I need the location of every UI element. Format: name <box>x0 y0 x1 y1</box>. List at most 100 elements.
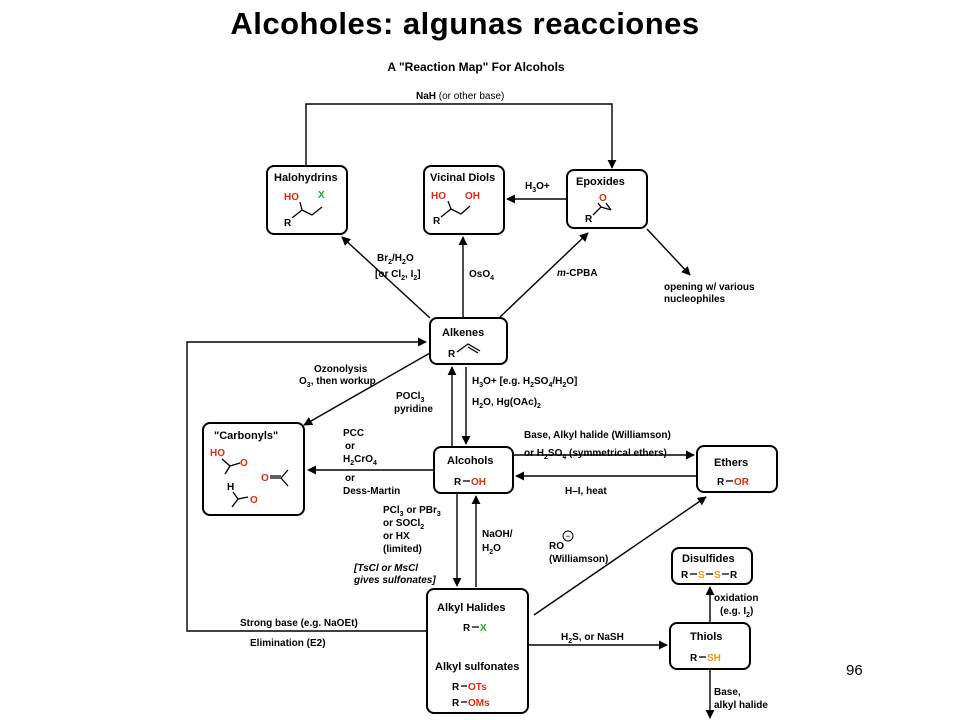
disulfides-r1: R <box>681 570 689 581</box>
thiols-r: R <box>690 653 698 664</box>
label-oxidation-2: (e.g. I2) <box>720 606 753 619</box>
vicinal-diols-ho: HO <box>431 191 446 202</box>
disulfides-title: Disulfides <box>682 553 735 565</box>
diagram-title: A "Reaction Map" For Alcohols <box>387 60 564 74</box>
label-br2: Br2/H2O <box>377 253 414 266</box>
label-ro-williamson: (Williamson) <box>549 554 608 565</box>
label-naoh-2: H2O <box>482 543 501 556</box>
node-thiols: Thiols R SH <box>669 622 751 670</box>
label-pcl3: PCl3 or PBr3 <box>383 505 441 518</box>
alcohols-oh: OH <box>471 477 486 488</box>
alkenes-title: Alkenes <box>442 327 484 339</box>
label-socl2: or SOCl2 <box>383 518 424 531</box>
ethers-title: Ethers <box>714 457 748 469</box>
label-cl2: [or Cl2, I2] <box>375 269 421 282</box>
label-mcpba: m-CPBA <box>557 268 598 279</box>
label-ro: RO <box>549 541 564 552</box>
node-alcohols: Alcohols R OH <box>433 446 514 494</box>
disulfides-s2: S <box>714 570 721 581</box>
node-vicinal-diols: Vicinal Diols HO OH R <box>423 165 505 235</box>
alcohols-title: Alcohols <box>447 455 493 467</box>
page-number: 96 <box>846 662 863 679</box>
label-hx: or HX <box>383 531 410 542</box>
arrow-ozonolysis <box>303 352 431 426</box>
label-or-1: or <box>345 441 355 452</box>
label-williamson-2: or H2SO4 (symmetrical ethers) <box>524 448 667 461</box>
disulfides-r2: R <box>730 570 738 581</box>
alkyl-sulfonates-subtitle: Alkyl sulfonates <box>435 661 519 673</box>
label-tscl-1: [TsCl or MsCl <box>353 563 418 574</box>
epoxides-title: Epoxides <box>576 176 625 188</box>
label-ozonolysis-2: O3, then workup <box>299 376 376 389</box>
disulfides-s1: S <box>698 570 705 581</box>
carbonyls-ho: HO <box>210 448 225 459</box>
label-strong-base: Strong base (e.g. NaOEt) <box>240 618 358 629</box>
label-tscl-2: gives sulfonates] <box>353 575 436 586</box>
carbonyls-title: "Carbonyls" <box>214 430 278 442</box>
label-pcc: PCC <box>343 428 364 439</box>
label-elimination: Elimination (E2) <box>250 638 326 649</box>
label-or-2: or <box>345 473 355 484</box>
alkyl-halides-x: X <box>480 623 487 634</box>
label-base-2: alkyl halide <box>714 700 768 711</box>
alkyl-halides-title: Alkyl Halides <box>437 602 505 614</box>
label-ro-charge: − <box>565 531 570 541</box>
label-oxidation-1: oxidation <box>714 593 758 604</box>
halohydrins-x: X <box>318 190 325 201</box>
label-hydration-2: H2O, Hg(OAc)2 <box>472 397 541 410</box>
halohydrins-r: R <box>284 218 292 229</box>
alkyl-sulfonates-ots: OTs <box>468 682 487 693</box>
halohydrins-ho: HO <box>284 192 299 203</box>
node-carbonyls: "Carbonyls" HO O O H O <box>202 422 305 516</box>
alcohols-r: R <box>454 477 462 488</box>
label-opening-1: opening w/ various <box>664 282 755 293</box>
carbonyls-o3: O <box>250 495 258 506</box>
carbonyls-o2: O <box>261 473 269 484</box>
label-opening-2: nucleophiles <box>664 294 726 305</box>
slide-title: Alcoholes: algunas reacciones <box>230 6 700 41</box>
label-ozonolysis-1: Ozonolysis <box>314 364 368 375</box>
arrow-mcpba <box>499 232 589 318</box>
label-pyridine: pyridine <box>394 404 433 415</box>
node-ethers: Ethers R OR <box>696 445 778 493</box>
carbonyls-h: H <box>227 482 234 493</box>
arrow-nah <box>305 103 617 169</box>
alkyl-sulfonates-r2: R <box>452 698 460 709</box>
label-nah: NaH (or other base) <box>416 91 504 102</box>
label-base-1: Base, <box>714 687 741 698</box>
vicinal-diols-r: R <box>433 216 441 227</box>
negative-charge-icon <box>562 530 574 542</box>
vicinal-diols-title: Vicinal Diols <box>430 172 495 184</box>
alkyl-halides-r: R <box>463 623 471 634</box>
thiols-title: Thiols <box>690 631 722 643</box>
arrow-ro <box>533 496 707 616</box>
node-disulfides: Disulfides R S S R <box>671 547 753 585</box>
label-oso4: OsO4 <box>469 269 494 282</box>
label-limited: (limited) <box>383 544 422 555</box>
node-epoxides: Epoxides O R <box>566 169 648 229</box>
epoxides-r: R <box>585 214 593 225</box>
label-hi-heat: H–I, heat <box>565 486 607 497</box>
epoxides-o: O <box>599 193 607 204</box>
label-hydration-1: H3O+ [e.g. H2SO4/H2O] <box>472 376 577 389</box>
label-h2cro4: H2CrO4 <box>343 454 377 467</box>
label-pocl3: POCl3 <box>396 391 424 404</box>
alkyl-sulfonates-r1: R <box>452 682 460 693</box>
arrows <box>186 103 715 719</box>
halohydrins-title: Halohydrins <box>274 172 338 184</box>
carbonyls-o1: O <box>240 458 248 469</box>
label-dess-martin: Dess-Martin <box>343 486 400 497</box>
ethers-or: OR <box>734 477 750 488</box>
label-williamson-1: Base, Alkyl halide (Williamson) <box>524 430 671 441</box>
label-h3o-epoxide: H3O+ <box>525 181 550 194</box>
arrow-br2 <box>341 236 431 319</box>
arrow-opening <box>646 228 691 276</box>
ethers-r: R <box>717 477 725 488</box>
alkenes-r: R <box>448 349 456 360</box>
thiols-sh: SH <box>707 653 721 664</box>
node-halohydrins: Halohydrins HO X R <box>266 165 348 235</box>
label-h2s: H2S, or NaSH <box>561 632 624 645</box>
alkyl-sulfonates-oms: OMs <box>468 698 490 709</box>
node-alkenes: Alkenes R <box>429 317 508 365</box>
